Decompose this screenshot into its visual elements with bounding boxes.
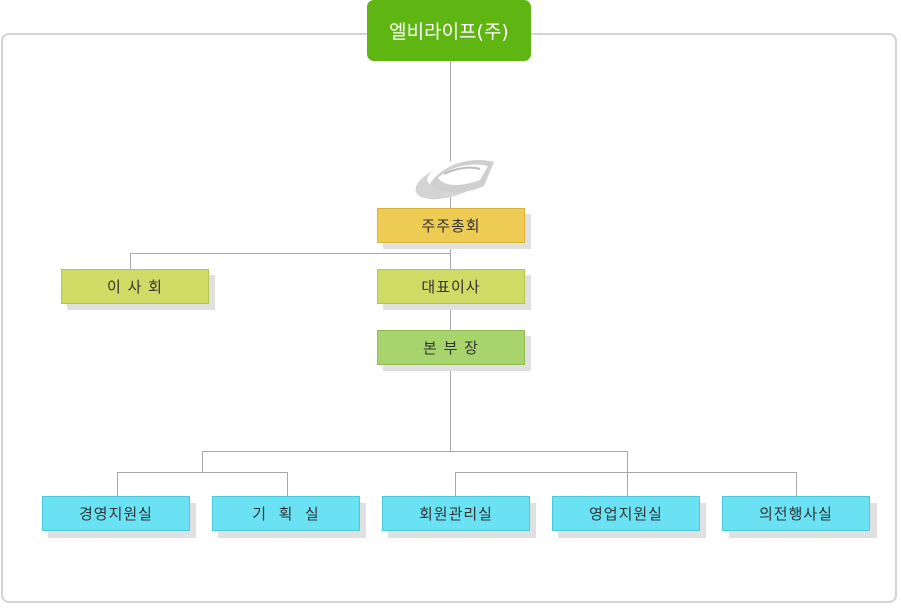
root-company-label: 엘비라이프(주) (389, 21, 509, 43)
dept-member-management-node: 회원관리실 (382, 496, 530, 531)
connector-dept-5 (796, 472, 797, 496)
dept-planning-label: 기 획 실 (252, 505, 320, 523)
connector-left-group-horizontal (117, 472, 287, 473)
board-of-directors-label: 이 사 회 (107, 278, 163, 296)
connector-dept-2 (287, 472, 288, 496)
swoosh-logo-icon (415, 157, 494, 200)
ceo-node: 대표이사 (377, 269, 525, 304)
connector-dept-4 (627, 472, 628, 496)
connector-main-horizontal (202, 451, 628, 452)
connector-dept-1 (117, 472, 118, 496)
connector-shareholders-ceo (450, 243, 451, 269)
board-of-directors-node: 이 사 회 (61, 269, 209, 304)
connector-right-group-drop (627, 451, 628, 473)
root-company-node: 엘비라이프(주) (367, 0, 531, 61)
shareholders-meeting-label: 주주총회 (421, 217, 481, 235)
dept-ceremony-events-label: 의전행사실 (758, 505, 833, 523)
dept-management-support-label: 경영지원실 (78, 505, 153, 523)
connector-board-horizontal (130, 253, 450, 254)
dept-planning-node: 기 획 실 (212, 496, 360, 531)
connector-root-shareholders (450, 61, 451, 208)
dept-ceremony-events-node: 의전행사실 (722, 496, 870, 531)
connector-board-vertical (130, 253, 131, 269)
connector-ceo-hq (450, 304, 451, 330)
dept-management-support-node: 경영지원실 (42, 496, 190, 531)
dept-member-management-label: 회원관리실 (418, 505, 493, 523)
ceo-label: 대표이사 (421, 278, 481, 296)
connector-right-group-horizontal (455, 472, 797, 473)
connector-left-group-drop (202, 451, 203, 473)
connector-dept-3 (455, 472, 456, 496)
connector-hq-down (450, 365, 451, 451)
dept-sales-support-label: 영업지원실 (588, 505, 663, 523)
headquarters-head-label: 본 부 장 (423, 339, 479, 357)
headquarters-head-node: 본 부 장 (377, 330, 525, 365)
shareholders-meeting-node: 주주총회 (377, 208, 525, 243)
dept-sales-support-node: 영업지원실 (552, 496, 700, 531)
